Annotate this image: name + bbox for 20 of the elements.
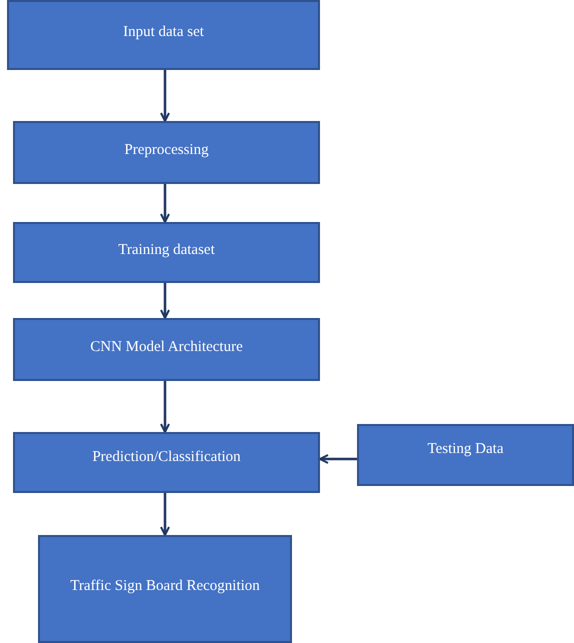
box-label: CNN Model Architecture [90,338,243,356]
process-box [13,222,320,283]
process-box [38,535,292,643]
box-label: Input data set [123,23,204,41]
box-label: Training dataset [118,240,215,258]
box-label: Traffic Sign Board Recognition [70,577,260,595]
arrow [160,70,170,122]
box-label: Prediction/Classification [92,448,241,466]
process-box [13,121,320,184]
box-label: Preprocessing [124,140,209,158]
arrow [160,493,170,536]
process-box [13,432,320,493]
arrow [160,283,170,319]
arrow [319,454,357,464]
arrow [160,381,170,433]
box-label: Testing Data [427,440,504,458]
process-box [7,0,320,70]
process-box [357,424,574,486]
process-box [13,318,320,381]
arrow [160,184,170,223]
